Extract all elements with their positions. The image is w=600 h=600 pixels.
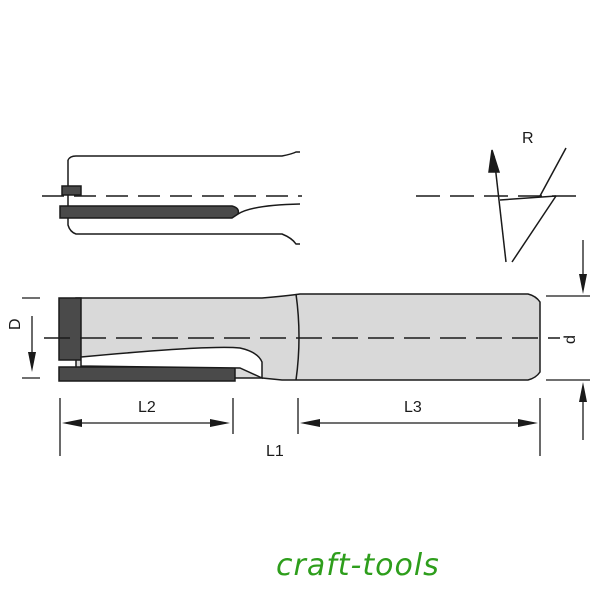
label-D: D: [7, 318, 24, 330]
label-L3: L3: [404, 399, 422, 416]
label-L1: L1: [266, 443, 284, 460]
top-view-outline: [67, 160, 300, 245]
angle-detail-line-c: [539, 147, 567, 197]
brand-logo-text: craft-tools: [276, 548, 440, 583]
front-view-flute: [80, 346, 263, 380]
dimension-arrows: [28, 274, 587, 427]
top-view-upper-edge: [67, 151, 300, 161]
angle-detail: [416, 147, 578, 263]
arrow-L2-left: [62, 419, 82, 427]
top-view: [42, 151, 302, 245]
label-R: R: [522, 130, 534, 147]
angle-detail-line-b: [499, 195, 557, 201]
angle-detail-line-a: [511, 195, 557, 263]
front-view-blade-tip: [58, 297, 82, 361]
front-view-blade: [58, 366, 236, 382]
label-L2: L2: [138, 399, 156, 416]
arrow-d-bottom: [579, 382, 587, 402]
top-view-blade-tip: [61, 185, 82, 196]
dimensions: [22, 240, 590, 456]
tool-shank: [295, 293, 300, 381]
arrow-L3-right: [518, 419, 538, 427]
arrow-L2-right: [210, 419, 230, 427]
arrow-D: [28, 352, 36, 372]
arrow-d-top: [579, 274, 587, 294]
front-view: [44, 293, 560, 382]
label-d: d: [562, 335, 579, 344]
angle-detail-arrow: [488, 149, 501, 173]
top-view-flute: [237, 203, 301, 215]
arrow-L3-left: [300, 419, 320, 427]
angle-detail-edge: [493, 155, 507, 263]
top-view-blade: [59, 205, 240, 219]
